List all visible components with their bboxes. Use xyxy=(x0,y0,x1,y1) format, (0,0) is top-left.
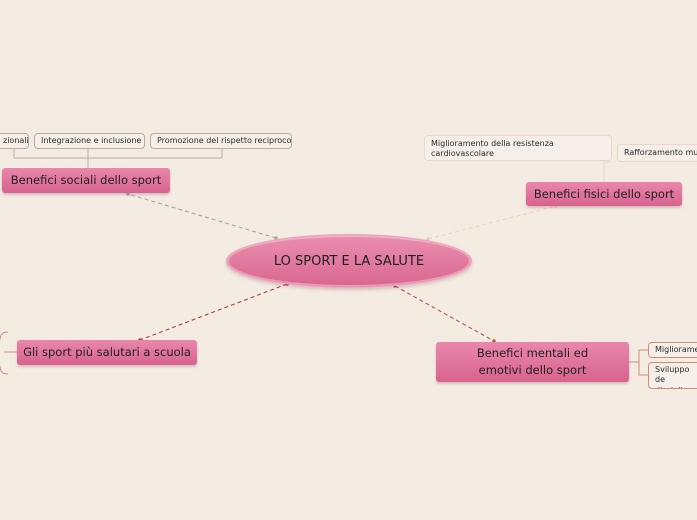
subtopic-rispetto-reciproco[interactable]: Promozione del rispetto reciproco xyxy=(150,133,292,149)
topic-label: Benefici sociali dello sport xyxy=(10,173,162,188)
topic-benefici-mentali[interactable]: Benefici mentali ed emotivi dello sport xyxy=(436,342,629,382)
central-topic[interactable]: LO SPORT E LA SALUTE xyxy=(226,234,472,288)
subtopic-sociali-1[interactable]: zionali xyxy=(0,133,29,149)
connector-mentali xyxy=(629,349,648,376)
topic-sport-salutari-scuola[interactable]: Gli sport più salutari a scuola xyxy=(17,340,197,365)
link-sociali xyxy=(126,192,278,240)
link-mentali xyxy=(393,284,496,343)
subtopic-label: zionali xyxy=(3,136,29,145)
subtopic-rafforzamento-muscolare[interactable]: Rafforzamento mu xyxy=(617,144,697,162)
central-topic-label: LO SPORT E LA SALUTE xyxy=(273,253,425,269)
topic-label: Benefici fisici dello sport xyxy=(533,186,675,201)
subtopic-label: Integrazione e inclusione xyxy=(41,136,142,145)
subtopic-label: Miglioramen xyxy=(655,345,697,354)
subtopic-resistenza-cardiovascolare[interactable]: Miglioramento della resistenza cardiovas… xyxy=(424,135,612,161)
subtopic-label: Miglioramento della resistenza cardiovas… xyxy=(431,139,554,159)
subtopic-sviluppo-disciplina[interactable]: Sviluppo de disciplina xyxy=(648,362,697,389)
subtopic-miglioramento-umore[interactable]: Miglioramen xyxy=(648,342,697,358)
connector-sociali xyxy=(13,149,223,170)
topic-benefici-sociali[interactable]: Benefici sociali dello sport xyxy=(2,168,170,193)
topic-benefici-fisici[interactable]: Benefici fisici dello sport xyxy=(526,182,682,206)
topic-label: Gli sport più salutari a scuola xyxy=(23,345,191,360)
connector-scuola xyxy=(0,331,17,375)
subtopic-label: Promozione del rispetto reciproco xyxy=(157,136,292,145)
link-scuola xyxy=(138,282,289,342)
topic-label: Benefici mentali ed emotivi dello sport xyxy=(476,346,589,377)
subtopic-label: Rafforzamento mu xyxy=(624,148,697,157)
link-fisici xyxy=(426,204,558,241)
subtopic-integrazione-inclusione[interactable]: Integrazione e inclusione xyxy=(34,133,145,149)
subtopic-label: Sviluppo de disciplina xyxy=(655,365,693,388)
